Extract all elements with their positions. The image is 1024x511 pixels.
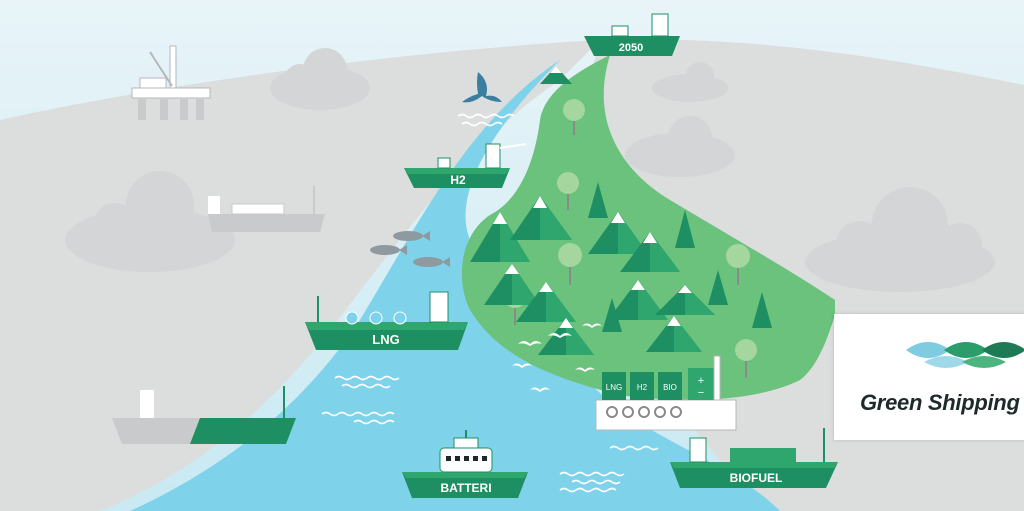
fish (413, 257, 450, 267)
battery-plus: + (698, 375, 704, 387)
seagull (548, 333, 572, 338)
ship-label-lng: LNG (372, 332, 399, 347)
tank-h2 (630, 372, 654, 400)
cloud-3 (625, 116, 735, 177)
ship-lng: LNG (305, 291, 468, 350)
logo-text: Green Shipping P (860, 390, 1024, 415)
seagull (518, 341, 542, 346)
waves (321, 113, 659, 493)
ship-biofuel: BIOFUEL (670, 428, 838, 488)
pine-tree (708, 270, 728, 305)
ship-label-biofuel: BIOFUEL (730, 471, 783, 485)
seagull (575, 367, 595, 372)
tree (558, 243, 582, 285)
fish (393, 231, 430, 241)
tree (726, 244, 750, 285)
ship-batteri: BATTERI (402, 430, 528, 498)
pine-trees (588, 182, 772, 332)
mountain (538, 318, 594, 355)
tree (557, 172, 579, 210)
oil-platform-icon (131, 45, 211, 120)
tree (563, 99, 585, 135)
pine-tree (588, 182, 608, 218)
pine-tree (752, 292, 772, 328)
cargo-ship-gray-2 (112, 386, 296, 444)
ship-h2: H2 (404, 143, 527, 188)
tank-bio (658, 372, 682, 400)
mountain (646, 316, 702, 352)
seagull (582, 323, 602, 328)
cloud-1 (270, 48, 370, 110)
mountain (588, 212, 648, 254)
cloud-5 (805, 187, 995, 292)
cargo-ship-gray (208, 186, 325, 232)
mountain (516, 282, 576, 322)
harbor-terminal: LNG H2 BIO + − (595, 355, 737, 431)
deciduous-trees (504, 99, 757, 378)
fish (370, 245, 407, 255)
ship-label-batteri: BATTERI (440, 481, 491, 495)
tank-label-lng: LNG (606, 383, 622, 392)
sea (130, 60, 780, 511)
ship-label-h2: H2 (450, 173, 466, 187)
seagulls (512, 323, 602, 392)
tank-label-h2: H2 (637, 383, 648, 392)
mountain (484, 264, 540, 305)
seagull (530, 387, 550, 392)
battery-unit-icon (688, 368, 714, 400)
cloud-2 (65, 171, 235, 272)
pine-tree (675, 210, 695, 248)
mountain (655, 285, 715, 315)
mountains (470, 66, 715, 355)
ship-label-2050: 2050 (619, 42, 643, 54)
tank-lng (602, 372, 626, 400)
cloud-4 (652, 62, 728, 102)
logo-card: Green Shipping P (834, 314, 1024, 440)
mountain (510, 196, 572, 240)
ship-2050: 2050 (584, 13, 680, 56)
fish-school (370, 231, 450, 267)
mountain (540, 66, 572, 84)
whale-tail-icon (462, 72, 502, 103)
green-shipping-logo-icon (906, 342, 1024, 368)
battery-minus: − (698, 387, 704, 399)
clouds (65, 48, 995, 292)
tank-label-bio: BIO (663, 383, 677, 392)
mountain (620, 232, 680, 272)
seagull (512, 363, 532, 368)
harbor-bollards (606, 406, 682, 418)
tree (735, 339, 757, 378)
